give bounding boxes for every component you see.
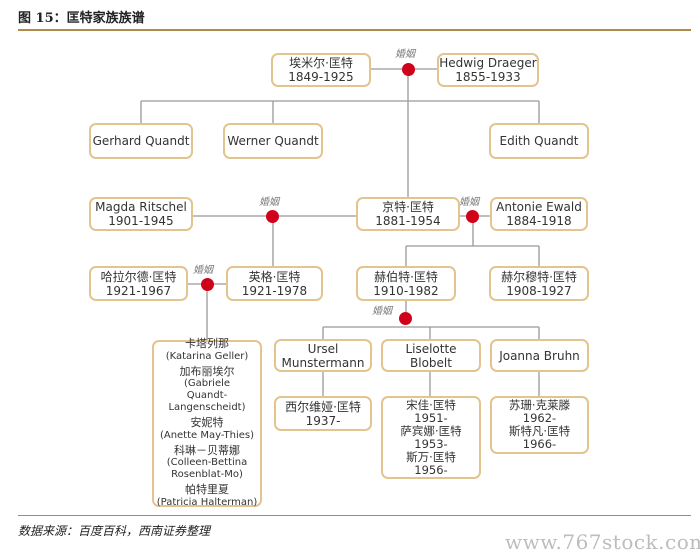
person-name: Liselotte Blobelt	[405, 341, 457, 370]
child-years: 1966-	[522, 437, 557, 451]
person-harald-quandt: 哈拉尔德·匡特 1921-1967	[89, 266, 188, 301]
child-detail: Quandt-Langenscheidt)	[168, 390, 246, 414]
person-inge-quandt: 英格·匡特 1921-1978	[226, 266, 323, 301]
child-name: 斯万·匡特	[406, 449, 456, 464]
person-name: 赫伯特·匡特	[374, 269, 438, 284]
person-silvia-quandt: 西尔维娅·匡特 1937-	[274, 396, 372, 431]
person-years: 1908-1927	[506, 283, 572, 298]
top-rule	[18, 29, 691, 31]
person-years: 1849-1925	[288, 70, 354, 84]
person-name: 埃米尔·匡特	[289, 56, 353, 70]
marriage-label-herbert: 婚姻	[372, 306, 392, 317]
person-gerhard-quandt: Gerhard Quandt	[89, 123, 193, 159]
child-years: 1951-	[414, 410, 448, 425]
watermark: www.767stock.com	[505, 530, 700, 554]
person-name-line1: Ursel	[307, 341, 339, 356]
person-antonie-ewald: Antonie Ewald 1884-1918	[490, 197, 588, 231]
figure-title: 图 15：匡特家族族谱	[18, 11, 145, 26]
child-years: 1962-	[522, 411, 557, 425]
marriage-dot-harald	[201, 278, 214, 291]
marriage-label-emil: 婚姻	[395, 49, 415, 60]
person-liselotte-blobelt: Liselotte Blobelt	[381, 339, 481, 372]
bottom-rule	[18, 515, 691, 516]
person-name: Werner Quandt	[227, 134, 319, 148]
person-name: Hedwig Draeger	[439, 56, 537, 70]
marriage-dot-magda	[266, 210, 279, 223]
harald-children-list: 卡塔列那 (Katarina Geller) 加布丽埃尔 (Gabriele Q…	[152, 337, 262, 508]
person-years: 1937-	[305, 413, 341, 428]
person-hedwig-draeger: Hedwig Draeger 1855-1933	[437, 53, 539, 87]
marriage-label-harald: 婚姻	[193, 265, 213, 276]
child-name: 宋佳·匡特	[406, 397, 456, 412]
person-name: Joanna Bruhn	[499, 348, 580, 363]
joanna-children-list: 苏珊·克莱滕 1962- 斯特凡·匡特 1966-	[490, 396, 589, 454]
person-years: 1884-1918	[506, 214, 572, 228]
child-detail: Rosenblat-Mo)	[171, 469, 243, 481]
person-name: Magda Ritschel	[95, 200, 187, 214]
marriage-label-antonie: 婚姻	[459, 197, 479, 208]
person-edith-quandt: Edith Quandt	[489, 123, 589, 159]
person-hellmut-quandt: 赫尔穆特·匡特 1908-1927	[489, 266, 589, 301]
marriage-dot-emil	[402, 63, 415, 76]
child-name: 帕特里夏	[185, 483, 229, 497]
child-years: 1956-	[414, 462, 448, 477]
liselotte-children-list: 宋佳·匡特 1951- 萨宾娜·匡特 1953- 斯万·匡特 1956-	[381, 396, 481, 479]
person-emil-quandt: 埃米尔·匡特 1849-1925	[271, 53, 371, 87]
child-name: 科琳－贝蒂娜	[174, 443, 240, 457]
person-name-line2: Munstermann	[281, 355, 365, 370]
person-years: 1881-1954	[375, 214, 441, 228]
child-detail: (Anette May-Thies)	[159, 429, 255, 441]
child-name: 卡塔列那	[185, 337, 229, 351]
child-name: 苏珊·克莱滕	[508, 398, 571, 412]
person-ursel-munstermann: Ursel Munstermann	[274, 339, 372, 372]
person-name: Gerhard Quandt	[92, 134, 190, 148]
person-gunther-quandt: 京特·匡特 1881-1954	[356, 197, 460, 231]
person-joanna-bruhn: Joanna Bruhn	[490, 339, 589, 372]
child-name: 斯特凡·匡特	[508, 424, 571, 438]
child-detail: (Gabriele	[183, 378, 231, 390]
child-name: 萨宾娜·匡特	[400, 423, 462, 438]
person-name: 京特·匡特	[382, 200, 434, 214]
child-name: 安妮特	[190, 416, 224, 430]
person-years: 1921-1978	[241, 283, 308, 298]
person-name: Edith Quandt	[499, 134, 579, 148]
person-name: Antonie Ewald	[496, 200, 582, 214]
child-name: 加布丽埃尔	[179, 364, 235, 378]
person-magda-ritschel: Magda Ritschel 1901-1945	[89, 197, 193, 231]
child-years: 1953-	[414, 436, 448, 451]
person-years: 1921-1967	[105, 283, 172, 298]
person-years: 1855-1933	[455, 70, 521, 84]
marriage-label-magda: 婚姻	[259, 197, 279, 208]
child-detail: (Patricia Halterman)	[156, 496, 258, 508]
person-herbert-quandt: 赫伯特·匡特 1910-1982	[356, 266, 456, 301]
child-detail: (Colleen-Bettina	[166, 457, 248, 469]
child-detail: (Katarina Geller)	[165, 350, 249, 362]
marriage-dot-herbert	[399, 312, 412, 325]
source-note: 数据来源：百度百科，西南证券整理	[18, 524, 211, 538]
marriage-dot-antonie	[466, 210, 479, 223]
person-name: 英格·匡特	[248, 269, 301, 284]
person-name: 赫尔穆特·匡特	[501, 269, 577, 284]
person-years: 1910-1982	[373, 283, 439, 298]
person-name: 哈拉尔德·匡特	[100, 269, 177, 284]
person-years: 1901-1945	[108, 214, 174, 228]
person-werner-quandt: Werner Quandt	[223, 123, 323, 159]
person-name: 西尔维娅·匡特	[285, 399, 361, 414]
